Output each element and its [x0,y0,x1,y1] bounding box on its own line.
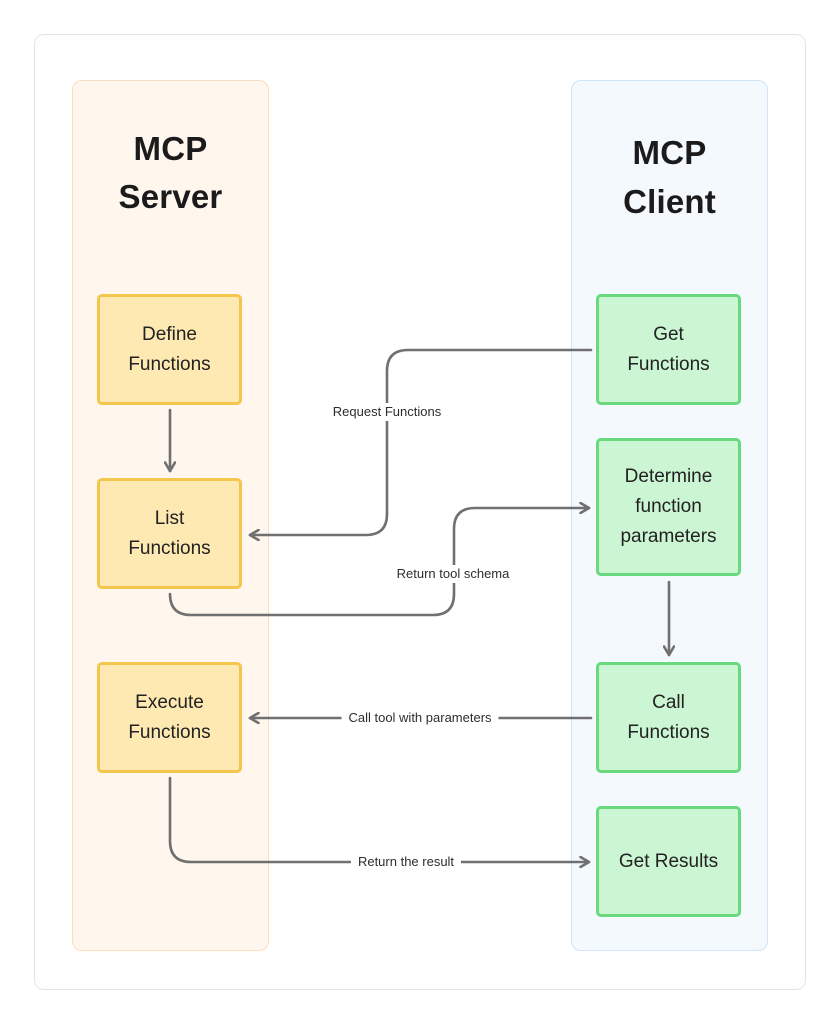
return-schema-arrow [168,508,591,617]
return-tool-schema-label: Return tool schema [389,565,517,583]
return-result-arrow [168,776,591,862]
get-functions-box: Get Functions [596,294,741,405]
call-functions-box: Call Functions [596,662,741,773]
client-title-line1: MCP [632,134,707,171]
client-title-line2: Client [623,183,716,220]
server-title-line2: Server [118,178,223,215]
determine-parameters-box: Determine function parameters [596,438,741,576]
request-functions-arrow [248,348,593,535]
list-functions-box: List Functions [97,478,242,589]
return-result-label: Return the result [350,853,462,871]
call-tool-label: Call tool with parameters [341,709,499,727]
define-functions-box: Define Functions [97,294,242,405]
server-title-line1: MCP [133,130,208,167]
request-functions-label: Request Functions [325,403,449,421]
execute-functions-box: Execute Functions [97,662,242,773]
get-results-box: Get Results [596,806,741,917]
